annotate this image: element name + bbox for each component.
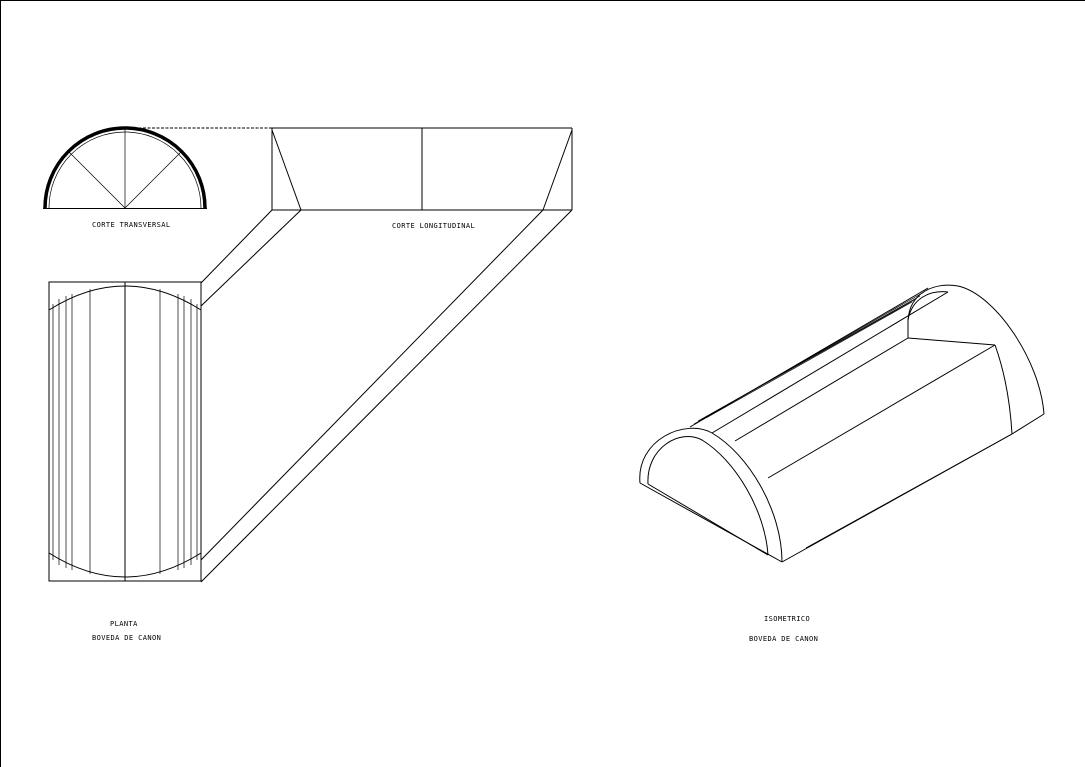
cross-section-label: CORTE TRANSVERSAL (92, 221, 170, 229)
cross-section-drawing (43, 126, 207, 209)
projection-band (200, 209, 573, 583)
isometric-drawing (639, 284, 1045, 563)
isometric-label: ISOMETRICO (764, 615, 810, 623)
longitudinal-section-drawing (271, 127, 573, 211)
longitudinal-section-label: CORTE LONGITUDINAL (392, 222, 475, 230)
isometric-subtitle: BOVEDA DE CANON (749, 635, 818, 643)
plan-view-drawing (48, 281, 202, 582)
plan-view-subtitle: BOVEDA DE CANON (92, 634, 161, 642)
plan-view-label: PLANTA (110, 620, 138, 628)
